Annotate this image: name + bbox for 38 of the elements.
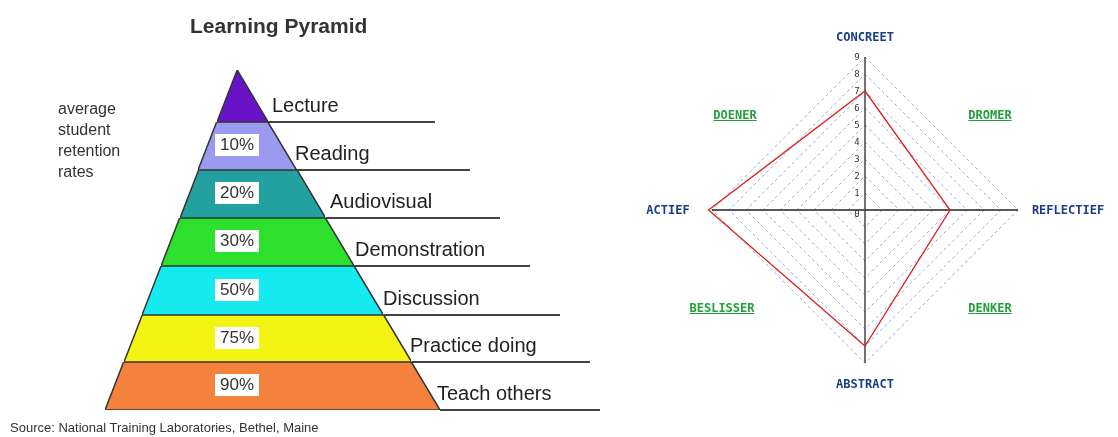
pyramid-band: [198, 122, 297, 170]
tick-label: 1: [854, 188, 860, 198]
percentage-label: 20%: [215, 182, 259, 204]
level-label: Discussion: [383, 287, 480, 310]
tick-label: 6: [854, 103, 860, 113]
pyramid-band: [141, 266, 384, 315]
percentage-label: 30%: [215, 230, 259, 252]
tick-label: 4: [854, 137, 860, 147]
quadrant-label: DENKER: [968, 301, 1012, 315]
level-label: Reading: [295, 142, 370, 165]
pyramid-band: [179, 170, 326, 218]
annotation: average student retention rates: [58, 99, 122, 182]
level-label: Audiovisual: [330, 190, 433, 213]
level-label: Demonstration: [355, 238, 486, 261]
level-label: Teach others: [437, 382, 552, 405]
pyramid-band: [123, 315, 412, 362]
tick-label: 9: [854, 52, 860, 62]
tick-label: 2: [854, 171, 860, 181]
quadrant-label: DROMER: [968, 108, 1012, 122]
pyramid-tip: [216, 70, 269, 122]
level-label: Lecture: [272, 94, 339, 117]
tick-label: 3: [854, 154, 860, 164]
pyramid-band: [160, 218, 354, 266]
quadrant-label: DOENER: [713, 108, 757, 122]
axis-label: CONCREET: [836, 30, 894, 44]
percentage-label: 90%: [215, 374, 260, 396]
tick-label: 7: [854, 86, 860, 96]
source-note: Source: National Training Laboratories, Bethel, Maine: [10, 420, 319, 435]
quadrant-label: BESLISSER: [689, 301, 755, 315]
tick-label: 5: [854, 120, 860, 130]
axis-label: ACTIEF: [646, 203, 690, 217]
percentage-label: 10%: [215, 134, 259, 156]
tick-label: 0: [854, 209, 860, 219]
axis-label: REFLECTIEF: [1031, 203, 1105, 217]
axis-label: ABSTRACT: [836, 377, 894, 391]
title: Learning Pyramid: [190, 14, 368, 38]
tick-label: 8: [854, 69, 860, 79]
level-label: Practice doing: [410, 334, 537, 357]
